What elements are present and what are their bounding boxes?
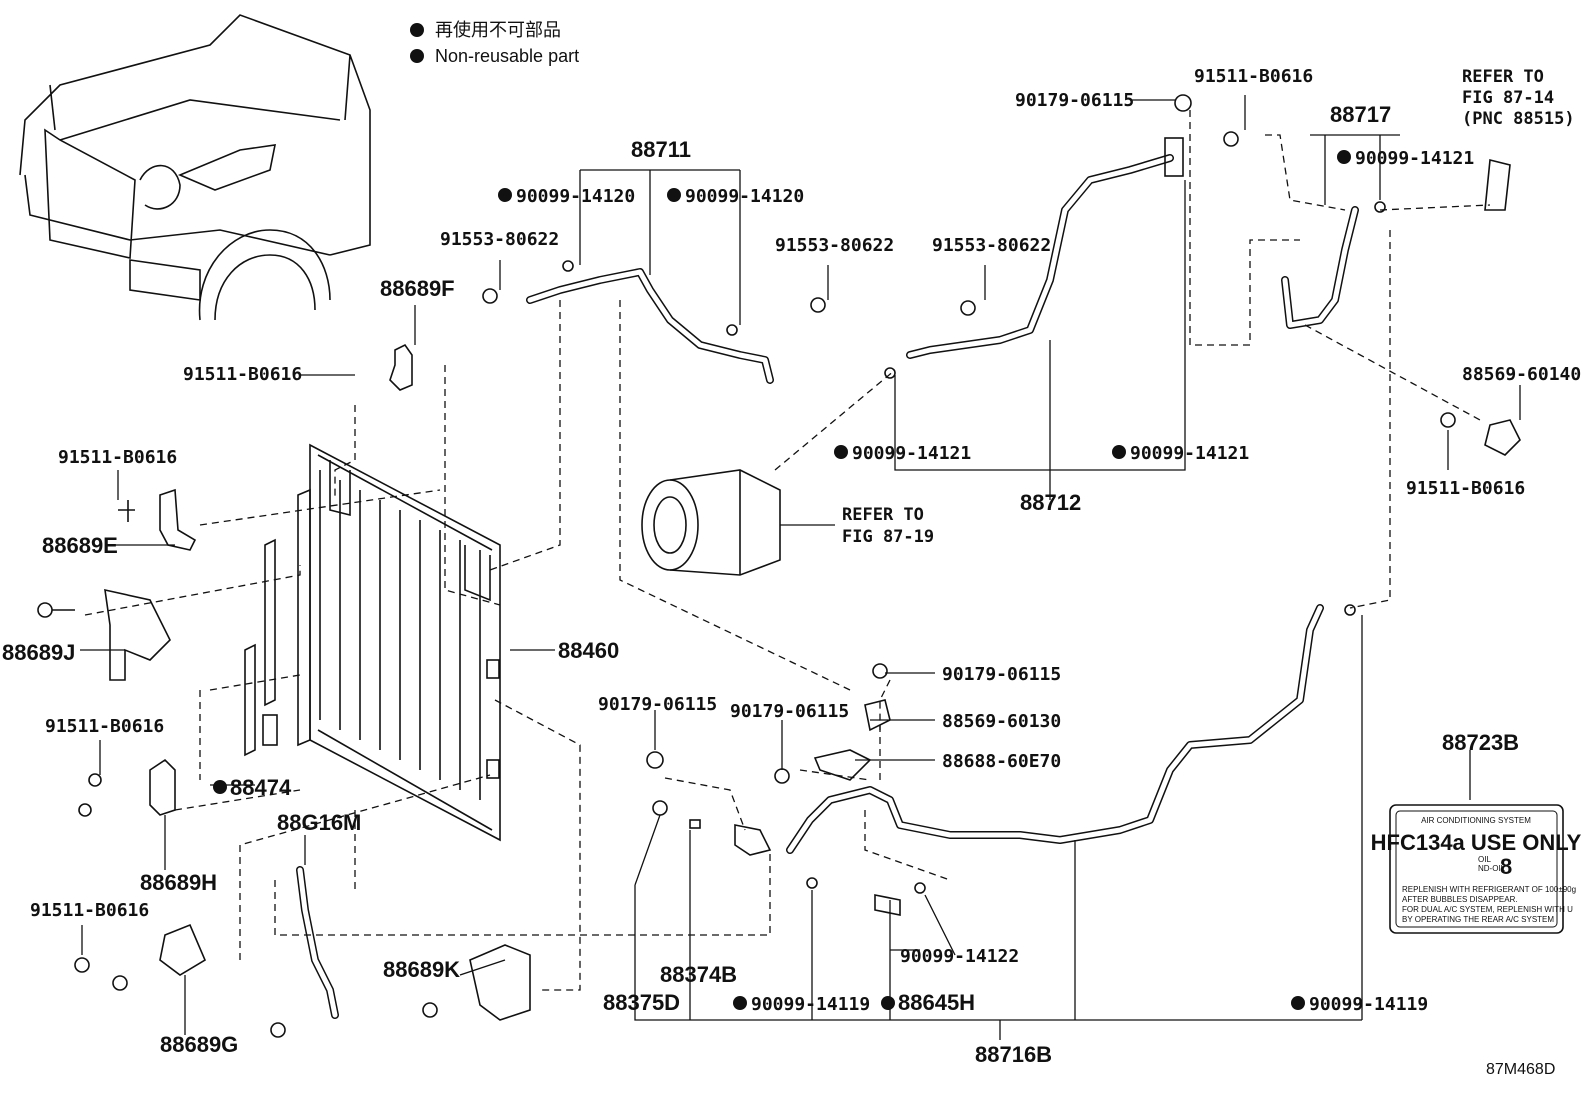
dashed-connectors (84, 110, 1491, 991)
part-label: 90099-14119 (751, 994, 870, 1015)
part-label: 88569-60130 (942, 711, 1061, 732)
part-label: 91511-B0616 (58, 447, 177, 468)
part-label: 90099-14122 (900, 946, 1019, 967)
part-labels: 88711 90099-14120 90099-14120 91553-8062… (2, 66, 1581, 1078)
part-label: 90099-14120 (516, 186, 635, 207)
part-label: 90099-14121 (1355, 148, 1474, 169)
bracket-88689K (422, 944, 531, 1021)
part-label: 90099-14120 (685, 186, 804, 207)
pipe-88G16M (270, 866, 339, 1038)
ref-text: REFER TO (842, 505, 924, 525)
part-label: 91511-B0616 (45, 716, 164, 737)
part-label: 91511-B0616 (1194, 66, 1313, 87)
non-reusable-dot-icon (213, 780, 227, 794)
part-label: 91511-B0616 (1406, 478, 1525, 499)
bracket-88689G (74, 923, 207, 991)
part-label: 90179-06115 (598, 694, 717, 715)
condenser-88460 (297, 443, 501, 842)
leader-lines (80, 95, 1521, 1040)
part-label: 88689F (380, 276, 455, 301)
non-reusable-dot-icon (881, 996, 895, 1010)
bracket-88689E (118, 488, 197, 551)
ref-text: FIG 87-14 (1462, 88, 1554, 108)
part-label: 88723B (1442, 730, 1519, 755)
non-reusable-dot-icon (1337, 150, 1351, 164)
legend-ja: 再使用不可部品 (435, 20, 561, 40)
part-label: 88716B (975, 1042, 1052, 1067)
figure-id: 87M468D (1486, 1061, 1555, 1078)
ref-note-fig-87-19: REFER TO FIG 87-19 (842, 505, 934, 547)
non-reusable-dot-icon (498, 188, 512, 202)
non-reusable-dot-icon (410, 23, 424, 37)
part-label: 88688-60E70 (942, 751, 1061, 772)
non-reusable-dot-icon (733, 996, 747, 1010)
part-label: 88689E (42, 533, 118, 558)
bracket-88689F (389, 343, 413, 391)
ref-text: (PNC 88515) (1462, 109, 1575, 129)
part-label: 88689K (383, 957, 460, 982)
receiver-drier-88474 (244, 538, 278, 757)
part-label: 88689H (140, 870, 217, 895)
part-label: 90099-14121 (852, 443, 971, 464)
bracket-88569-60140 (1440, 412, 1521, 456)
part-label: 88460 (558, 638, 619, 663)
ac-decal-88723B: AIR CONDITIONING SYSTEM HFC134a USE ONLY… (1371, 804, 1582, 934)
part-label: 88712 (1020, 490, 1081, 515)
part-label: 90179-06115 (730, 701, 849, 722)
part-label: 90099-14121 (1130, 443, 1249, 464)
vehicle-front-illustration (19, 14, 371, 321)
pipe-88717 (1223, 131, 1511, 329)
part-label: 91553-80622 (932, 235, 1051, 256)
part-label: 88375D (603, 990, 680, 1015)
part-label: 88569-60140 (1462, 364, 1581, 385)
part-label: 91511-B0616 (183, 364, 302, 385)
decal-oil-label-1: OIL (1478, 855, 1491, 864)
part-label: 88689J (2, 640, 75, 665)
decal-note-2: AFTER BUBBLES DISAPPEAR. (1402, 895, 1518, 904)
hose-88712 (884, 94, 1192, 379)
hose-88711 (482, 260, 826, 384)
part-label: 88G16M (277, 810, 361, 835)
decal-oil-label-2: ND-OIL (1478, 864, 1506, 873)
ref-text: REFER TO (1462, 67, 1544, 87)
ref-text: FIG 87-19 (842, 527, 934, 547)
decal-note-1: REPLENISH WITH REFRIGERANT OF 100±90g (1402, 885, 1576, 894)
decal-main: HFC134a USE ONLY (1371, 830, 1582, 855)
decal-header: AIR CONDITIONING SYSTEM (1421, 816, 1531, 825)
non-reusable-dot-icon (1291, 996, 1305, 1010)
part-label: 88711 (631, 137, 691, 162)
part-label: 88689G (160, 1032, 238, 1057)
decal-note-3: FOR DUAL A/C SYSTEM, REPLENISH WITH U (1402, 905, 1573, 914)
non-reusable-dot-icon (1112, 445, 1126, 459)
non-reusable-dot-icon (410, 49, 424, 63)
decal-oil-value: 8 (1500, 854, 1512, 879)
part-label: 90099-14119 (1309, 994, 1428, 1015)
bracket-88689H (78, 758, 176, 817)
part-label: 88374B (660, 962, 737, 987)
part-label: 90179-06115 (942, 664, 1061, 685)
legend-en: Non-reusable part (435, 46, 579, 66)
part-label: 88717 (1330, 102, 1391, 127)
part-label: 91511-B0616 (30, 900, 149, 921)
non-reusable-dot-icon (667, 188, 681, 202)
part-label: 88645H (898, 990, 975, 1015)
part-label: 91553-80622 (440, 229, 559, 250)
ref-note-fig-87-14: REFER TO FIG 87-14 (PNC 88515) (1462, 67, 1575, 129)
part-label: 91553-80622 (775, 235, 894, 256)
compressor-illustration (641, 469, 781, 576)
non-reusable-dot-icon (834, 445, 848, 459)
part-label: 88474 (230, 775, 292, 800)
decal-note-4: BY OPERATING THE REAR A/C SYSTEM (1402, 915, 1554, 924)
part-label: 90179-06115 (1015, 90, 1134, 111)
legend: 再使用不可部品 Non-reusable part (410, 20, 579, 66)
